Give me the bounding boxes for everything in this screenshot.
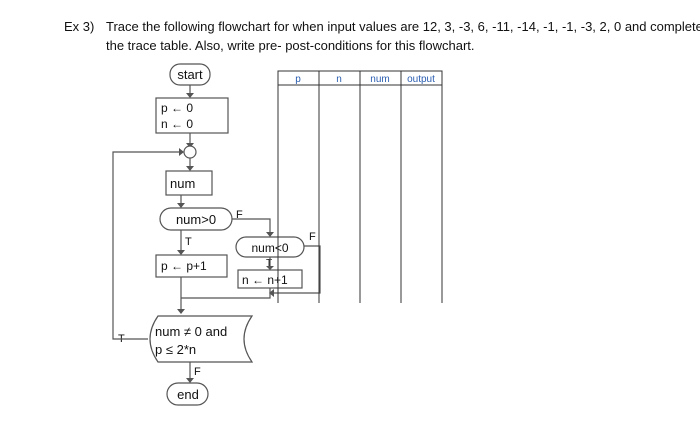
header-num: num [370,74,389,85]
question-text-line-2: the trace table. Also, write pre- post-c… [106,38,475,53]
loop-connector [183,145,197,159]
exercise-number: Ex 3) [64,19,95,34]
decision-loop-condition [149,315,254,363]
assign-n-label: n ← n+1 [242,273,288,287]
init-n-label: n ← 0 [161,117,193,131]
arrow-cond1-false [232,218,271,233]
arrow-loop-back [112,151,180,340]
assign-p-label: p ← p+1 [161,259,207,273]
cond1-false-label: F [236,209,243,221]
header-output: output [407,74,435,85]
question-text-line-1: Trace the following flowchart for when i… [106,19,700,34]
header-p: p [295,74,301,85]
init-process [155,97,229,134]
process-increment-p [155,254,228,278]
loop-cond-line1: num ≠ 0 and [155,324,227,339]
arrow-assign-n-merge [181,288,271,299]
trace-table: p n num output [277,70,443,303]
loop-false-label: F [194,366,201,378]
loop-cond-line2: p ≤ 2*n [155,342,196,357]
cond2-true-label: T [266,258,272,269]
start-label: start [177,67,203,82]
init-p-label: p ← 0 [161,101,193,115]
cond1-label: num>0 [176,212,216,227]
arrow-cond2-false [270,245,321,294]
input-label: num [170,176,195,191]
header-n: n [336,74,342,85]
cond2-false-label: F [309,231,316,243]
end-label: end [177,387,199,402]
cond2-label: num<0 [251,241,288,255]
cond1-true-label: T [185,236,192,248]
end-terminal [166,382,209,406]
input-num [165,170,213,196]
